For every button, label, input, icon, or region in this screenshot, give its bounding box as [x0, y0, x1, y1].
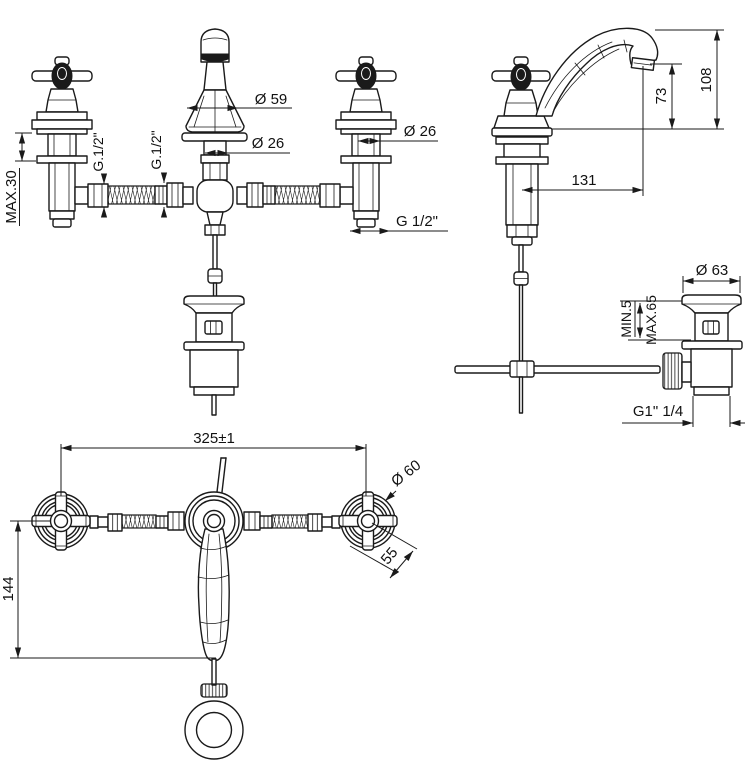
dim-hose-thread-right: G.1/2"	[148, 130, 168, 218]
dim-valve-diameter: Ø 26	[358, 123, 438, 145]
dim-325-label: 325±1	[193, 430, 235, 447]
popup-rod-side	[454, 244, 661, 414]
dim-g12-left-label: G.1/2"	[90, 132, 106, 171]
dim-d59-label: Ø 59	[255, 91, 288, 108]
side-view: 73 108 131	[454, 27, 724, 414]
dim-131-label: 131	[571, 172, 596, 189]
dim-55-label: 55	[378, 544, 402, 568]
waste-dimensions: Ø 63 MIN.5 MAX.65 G1" 1/4	[618, 262, 745, 427]
dim-max65-label: MAX.65	[643, 295, 659, 345]
front-dimensions: MAX.30 G.1/2" G.1/2" Ø 59 Ø 26	[3, 91, 448, 235]
dim-d26-center-label: Ø 26	[252, 135, 285, 152]
dim-waste-thread: G1" 1/4	[622, 396, 745, 427]
spout-front	[181, 28, 248, 181]
waste-detail-view: Ø 63 MIN.5 MAX.65 G1" 1/4	[618, 262, 745, 427]
dim-73-label: 73	[653, 88, 670, 105]
spout-side	[491, 27, 659, 246]
plan-view: 325±1 144 Ø 60 55	[0, 430, 424, 760]
dim-max30: MAX.30	[3, 132, 36, 226]
right-valve	[319, 56, 397, 228]
dim-g12-right-label: G.1/2"	[148, 130, 164, 169]
plan-spout-body	[184, 457, 244, 760]
dim-d60: Ø 60	[384, 457, 424, 502]
popup-waste-front	[183, 211, 245, 416]
flexible-hoses-and-tee	[107, 179, 321, 213]
dim-144-label: 144	[0, 576, 17, 601]
dim-55: 55	[349, 522, 418, 579]
dim-min-max-deck: MIN.5 MAX.65	[618, 295, 691, 345]
plan-hoses	[89, 511, 341, 532]
dim-spout-base-diameter: Ø 59	[187, 91, 292, 112]
dim-131: 131	[522, 66, 644, 196]
dim-valve-thread: G 1/2"	[350, 213, 448, 235]
dim-108: 108	[698, 30, 721, 129]
dim-144: 144	[0, 520, 216, 659]
dim-min5-label: MIN.5	[618, 300, 634, 338]
dim-325: 325±1	[60, 430, 367, 496]
dim-spout-column-diameter: Ø 26	[205, 135, 290, 157]
dim-d60-label: Ø 60	[388, 457, 424, 490]
dim-d63-label: Ø 63	[696, 262, 729, 279]
dim-g12-valve-label: G 1/2"	[396, 213, 438, 230]
front-view: MAX.30 G.1/2" G.1/2" Ø 59 Ø 26	[3, 28, 448, 416]
side-dimensions: 73 108 131	[522, 29, 724, 196]
plan-drain-ring	[184, 700, 244, 760]
plan-right-handle	[338, 491, 398, 551]
dim-73: 73	[653, 64, 676, 129]
popup-waste-detail	[662, 294, 743, 396]
dim-g114-label: G1" 1/4	[633, 403, 683, 420]
dim-d26-valve-label: Ø 26	[404, 123, 437, 140]
dim-hose-thread-left: G.1/2"	[90, 132, 108, 218]
dim-d63: Ø 63	[682, 262, 741, 293]
dim-108-label: 108	[698, 67, 715, 92]
dim-max30-label: MAX.30	[3, 170, 20, 223]
